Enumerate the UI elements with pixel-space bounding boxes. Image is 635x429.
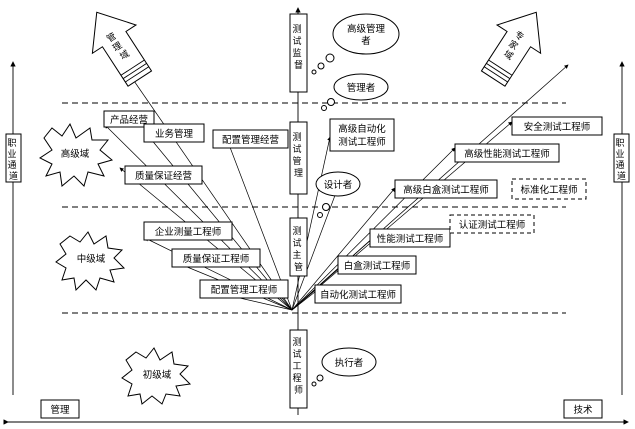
box-standardization-engineer: 标准化工程师: [511, 178, 587, 200]
box-security-test-engineer: 安全测试工程师: [511, 116, 603, 136]
right-career-channel: 职 业 通 道: [613, 61, 630, 395]
left-channel-label: 职 业 通 道: [8, 138, 20, 182]
label-enterprise-measurement-engineer: 企业测量工程师: [155, 226, 222, 238]
spine-box-engineer: 测 试 工 程 师: [289, 329, 308, 409]
label-senior-whitebox-test-engineer: 高级白盒测试工程师: [403, 184, 489, 196]
level-separators: [62, 102, 566, 314]
junior-domain-burst: 初级域: [121, 347, 192, 405]
cloud-senior-manager: 高级管理 者: [311, 13, 400, 75]
cloud-executor: 执行者: [311, 347, 377, 387]
box-enterprise-measurement-engineer: 企业测量工程师: [143, 221, 233, 241]
ray-senior-whitebox: [291, 187, 396, 311]
junior-domain-label: 初级域: [143, 369, 172, 381]
ray-senior-automation: [291, 136, 332, 311]
box-whitebox-test-engineer: 白盒测试工程师: [337, 255, 417, 275]
spine-manager-label: 测 试 管 理: [293, 132, 305, 179]
label-senior-automation-line1: 高级自动化: [338, 123, 386, 135]
cloud-designer: 设计者: [315, 171, 361, 218]
cloud-senior-manager-line1: 高级管理: [347, 23, 386, 35]
cloud-manager-label: 管理者: [347, 82, 376, 94]
right-channel-label: 职 业 通 道: [616, 138, 628, 182]
bottom-axis: 管理 技术: [3, 399, 629, 425]
box-business-management: 业务管理: [143, 123, 205, 143]
spine-box-manager: 测 试 管 理: [289, 121, 308, 195]
right-channel-box: [613, 133, 630, 183]
box-certification-test-engineer: 认证测试工程师: [449, 214, 535, 234]
spine-box-supervisor: 测 试 主 管: [289, 217, 308, 277]
middle-domain-label: 中级域: [77, 253, 106, 265]
ray-management-domain: [131, 77, 293, 311]
box-config-management-operation: 配置管理经营: [212, 129, 289, 149]
spine-box-monitor: 测 试 监 督: [289, 13, 308, 93]
spine-engineer-label: 测 试 工 程 师: [293, 337, 305, 396]
label-standardization-engineer: 标准化工程师: [520, 184, 577, 196]
axis-label-box-management: [40, 399, 80, 419]
box-performance-test-engineer: 性能测试工程师: [369, 228, 451, 248]
label-config-management-operation: 配置管理经营: [222, 134, 279, 146]
box-senior-automation-test-engineer: 高级自动化 测试工程师: [329, 118, 395, 152]
label-performance-test-engineer: 性能测试工程师: [377, 233, 444, 245]
label-quality-assurance-engineer: 质量保证工程师: [183, 253, 250, 265]
cloud-designer-label: 设计者: [324, 179, 353, 191]
box-senior-whitebox-test-engineer: 高级白盒测试工程师: [394, 179, 498, 199]
box-quality-assurance-engineer: 质量保证工程师: [171, 248, 261, 268]
axis-label-technology: 技术: [573, 404, 593, 416]
label-certification-test-engineer: 认证测试工程师: [459, 219, 526, 231]
label-whitebox-test-engineer: 白盒测试工程师: [344, 260, 411, 272]
left-channel-box: [5, 133, 22, 183]
label-senior-performance-test-engineer: 高级性能测试工程师: [464, 148, 550, 160]
senior-domain-label: 高级域: [61, 148, 90, 160]
axis-label-management: 管理: [50, 404, 70, 416]
cloud-executor-label: 执行者: [335, 357, 364, 369]
label-business-management: 业务管理: [155, 128, 194, 140]
label-senior-automation-line2: 测试工程师: [338, 136, 386, 148]
expert-domain-arrow: 专 家 域: [480, 11, 542, 87]
label-quality-assurance-operation: 质量保证经营: [135, 170, 192, 182]
management-domain-arrow: 管 理 域: [91, 11, 153, 87]
spine-monitor-label: 测 试 监 督: [293, 24, 305, 71]
axis-label-box-technology: [563, 399, 603, 419]
box-config-management-engineer: 配置管理工程师: [199, 279, 289, 299]
label-product-operation: 产品经营: [110, 114, 148, 126]
middle-domain-burst: 中级域: [55, 231, 126, 292]
spine-supervisor-label: 测 试 主 管: [293, 226, 305, 273]
box-product-operation: 产品经营: [103, 110, 155, 128]
left-career-channel: 职 业 通 道: [5, 61, 22, 395]
cloud-senior-manager-line2: 者: [361, 36, 371, 47]
label-config-management-engineer: 配置管理工程师: [211, 284, 278, 296]
ray-designer: [291, 181, 341, 311]
ray-product-operation: [104, 124, 293, 311]
senior-domain-burst: 高级域: [39, 122, 114, 187]
box-quality-assurance-operation: 质量保证经营: [124, 165, 203, 185]
box-senior-performance-test-engineer: 高级性能测试工程师: [454, 143, 560, 163]
box-automation-test-engineer: 自动化测试工程师: [314, 284, 402, 304]
label-automation-test-engineer: 自动化测试工程师: [320, 289, 396, 301]
label-security-test-engineer: 安全测试工程师: [524, 121, 591, 133]
cloud-manager: 管理者: [321, 73, 389, 111]
